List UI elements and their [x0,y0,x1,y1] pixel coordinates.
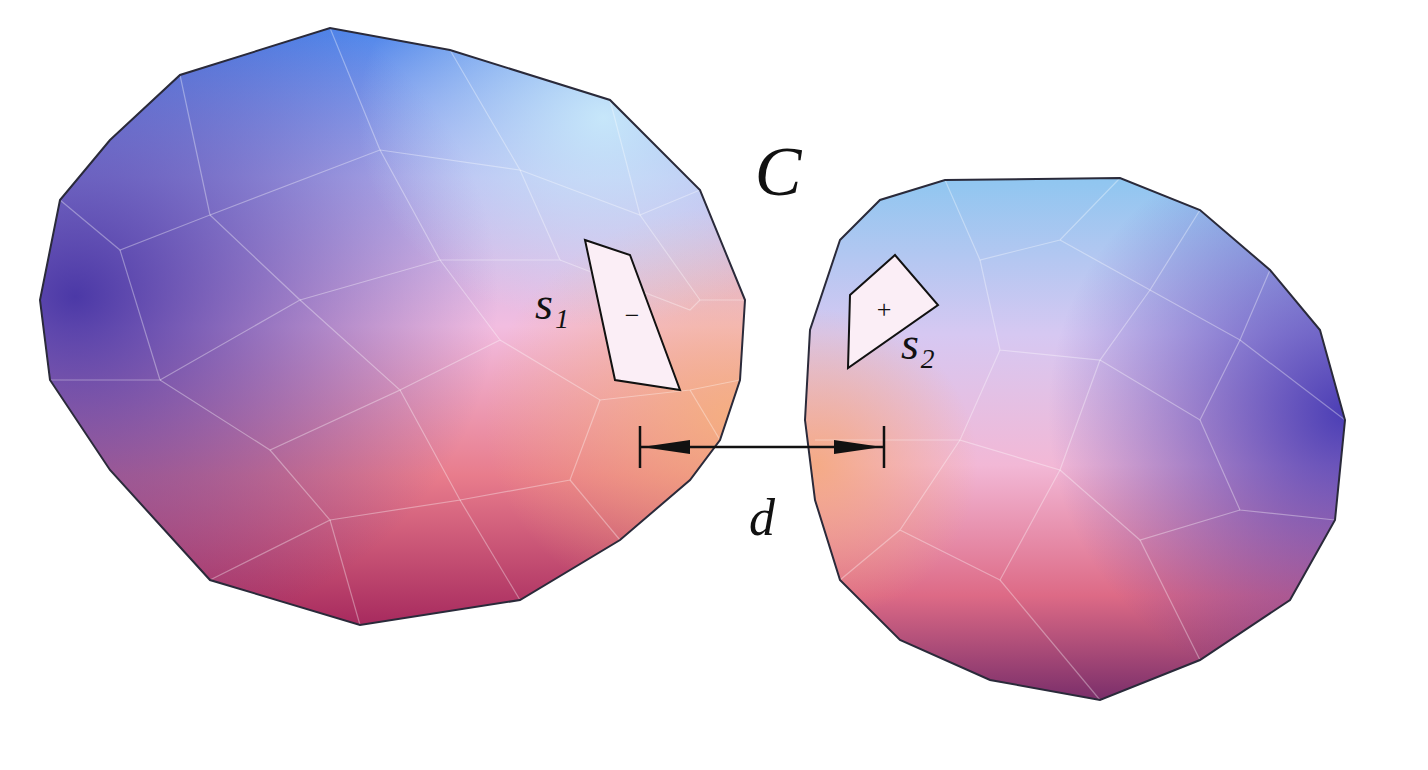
panel-label: s₁ [535,281,569,327]
mesh-panel: + s₂ [840,248,980,398]
distance-dimension [640,426,884,468]
sign-label: + [877,297,892,323]
sign-label: − [625,303,640,329]
distance-label: d [749,492,775,544]
panel-label: s₂ [901,321,935,367]
right-body [805,178,1345,700]
left-body [40,28,745,625]
mesh-panel: −s₁ [540,232,690,397]
contour-label: C [755,137,802,207]
